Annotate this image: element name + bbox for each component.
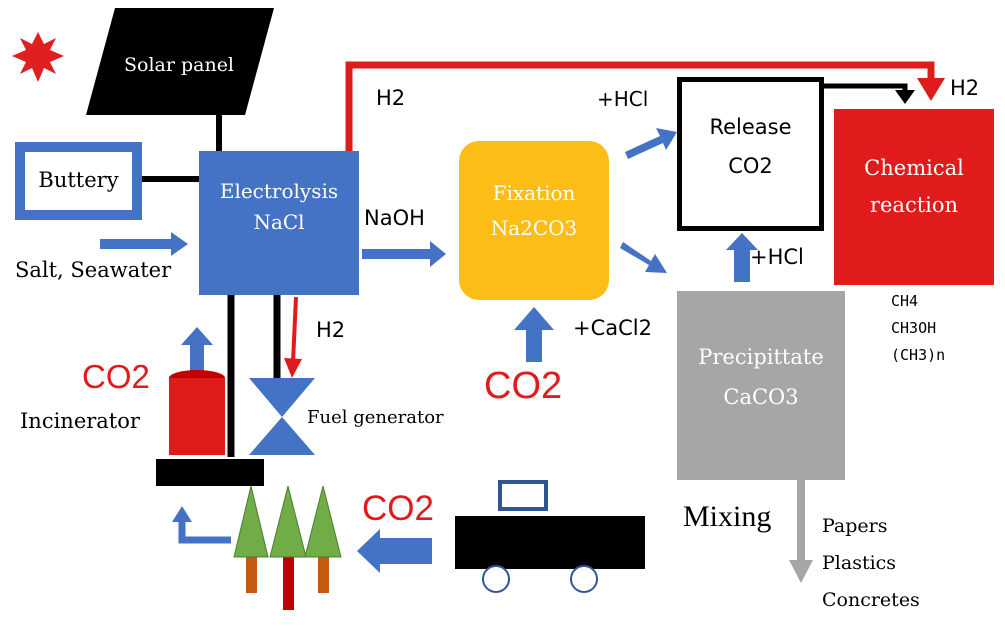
incinerator-icon [169,378,225,455]
release-box [682,82,819,226]
release-to-chemical-arrowhead [895,90,915,104]
fixation-to-release-arrow [625,128,677,159]
hcl-top-label: +HCl [597,87,649,111]
return-arrowhead [172,506,192,522]
battery-inner [25,152,132,210]
product-item: CH4 [891,292,919,310]
h2-arrowhead [917,78,945,101]
h2-chemical-label: H2 [950,76,980,100]
use-item: Papers [822,515,888,537]
electrolysis-title: Electrolysis [219,179,339,203]
sun-icon [12,32,64,82]
chemical-reaction-title: Chemical [864,156,964,180]
release-title: Release [709,115,792,139]
h2-fuel-line [291,296,298,363]
co2-fixation-arrow [514,307,554,362]
truck-to-trees-arrow [357,529,432,573]
product-item: (CH3)n [891,346,946,364]
precipitate-label: Precipittate CaCO3 [677,338,845,418]
uses-list: Papers Plastics Concretes [822,508,920,619]
co2-fixation-label: CO2 [484,365,563,407]
product-item: CH3OH [891,319,937,337]
fixation-title: Fixation [492,181,576,205]
precipitate-compound: CaCO3 [723,384,799,409]
return-arrow [178,520,231,544]
release-label: Release CO2 [682,108,819,186]
h2-fuel-label: H2 [316,318,346,342]
use-item: Plastics [822,552,897,575]
chemical-reaction-subtitle: reaction [869,192,959,217]
co2-incinerator-label: CO2 [82,358,150,395]
h2-pipeline [345,61,935,151]
release-compound: CO2 [728,153,773,178]
solar-panel-label: Solar panel [123,54,235,76]
cacl2-label: +CaCl2 [573,316,652,340]
electrolysis-box [199,151,359,295]
fuel-generator-label: Fuel generator [307,407,444,428]
electrolysis-compound: NaCl [253,210,305,234]
precipitate-title: Precipittate [698,345,824,369]
incinerator-label: Incinerator [20,409,140,433]
fixation-compound: Na2CO3 [490,216,578,240]
electrolysis-label: Electrolysis NaCl [199,176,359,238]
release-to-chemical-line [824,83,908,95]
naoh-label: NaOH [364,206,425,230]
precipitate-box [677,291,845,480]
fixation-box [459,141,609,300]
incinerator-arrow [181,327,213,371]
chemical-reaction-label: Chemical reaction [834,150,994,224]
tree-icon [233,485,342,610]
hcl-up-arrow [726,233,758,282]
naoh-arrow [362,241,446,267]
incinerator-base [156,459,264,486]
chemical-reaction-box [834,109,994,285]
hcl-right-label: +HCl [750,245,804,269]
battery-label: Buttery [38,168,119,192]
solar-panel-icon [86,8,274,115]
h2-fuel-arrowhead [284,358,302,378]
co2-truck-label: CO2 [362,489,434,528]
mixing-label: Mixing [683,500,772,533]
mixing-arrowhead [789,560,813,583]
salt-arrow [100,232,188,256]
truck-icon [455,480,645,593]
h2-top-label: H2 [376,86,406,110]
salt-seawater-label: Salt, Seawater [15,258,172,282]
fixation-to-precipitate-arrow [620,242,667,273]
use-item: Concretes [822,589,920,612]
products-list: CH4 CH3OH (CH3)n [891,288,945,369]
fuel-generator-icon [249,378,315,455]
fixation-label: Fixation Na2CO3 [459,176,609,246]
